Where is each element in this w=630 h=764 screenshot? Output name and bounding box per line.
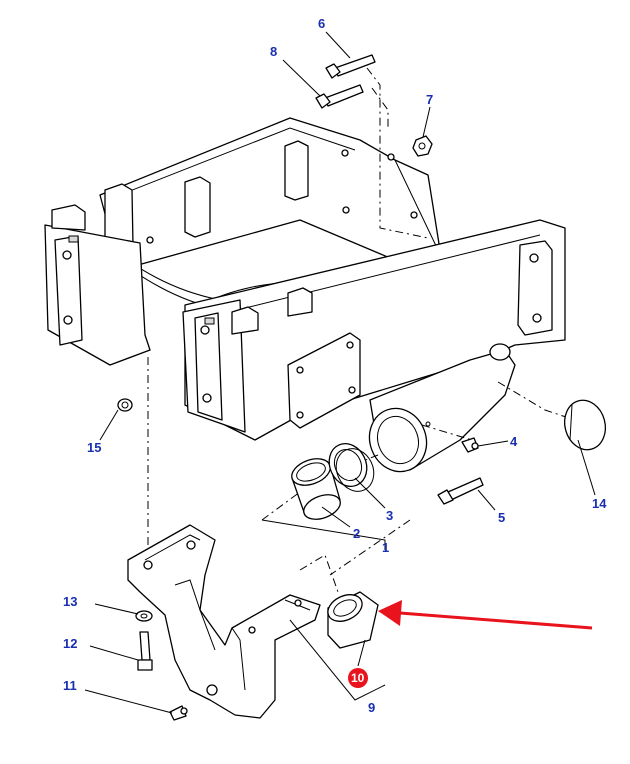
callout-15: 15 <box>87 440 101 455</box>
callout-2: 2 <box>353 526 360 541</box>
plug-15[interactable] <box>117 398 133 412</box>
cover-plate-14[interactable] <box>559 396 611 455</box>
callout-8: 8 <box>270 44 277 59</box>
leader-lines <box>84 31 596 714</box>
callout-7: 7 <box>426 92 433 107</box>
fitting-4[interactable] <box>461 437 479 453</box>
bolt-5[interactable] <box>437 477 484 505</box>
assembly-lines <box>147 67 591 593</box>
callout-6: 6 <box>318 16 325 31</box>
bolt-6[interactable] <box>325 54 376 79</box>
callout-11: 11 <box>63 678 77 693</box>
axle-support-housing[interactable] <box>44 117 566 480</box>
callout-10: 10 <box>351 671 365 685</box>
nut-7[interactable] <box>412 135 433 157</box>
callout-10-badge <box>348 668 368 688</box>
callout-5: 5 <box>498 510 505 525</box>
callout-12: 12 <box>63 636 77 651</box>
callout-labels: 6 8 7 4 5 14 15 3 2 1 13 12 11 9 10 <box>63 16 607 715</box>
bushing-3[interactable] <box>322 437 380 497</box>
callout-4: 4 <box>510 434 518 449</box>
callout-3: 3 <box>386 508 393 523</box>
lower-bracket[interactable] <box>127 524 321 719</box>
callout-9: 9 <box>368 700 375 715</box>
washer-13[interactable] <box>135 610 153 622</box>
callout-14: 14 <box>592 496 607 511</box>
highlight-arrow <box>378 600 593 630</box>
fitting-11[interactable] <box>169 705 188 721</box>
bolt-12[interactable] <box>137 631 153 671</box>
callout-1: 1 <box>382 540 389 555</box>
bushing-10[interactable] <box>324 590 379 649</box>
bolt-8[interactable] <box>315 84 364 109</box>
callout-13: 13 <box>63 594 77 609</box>
